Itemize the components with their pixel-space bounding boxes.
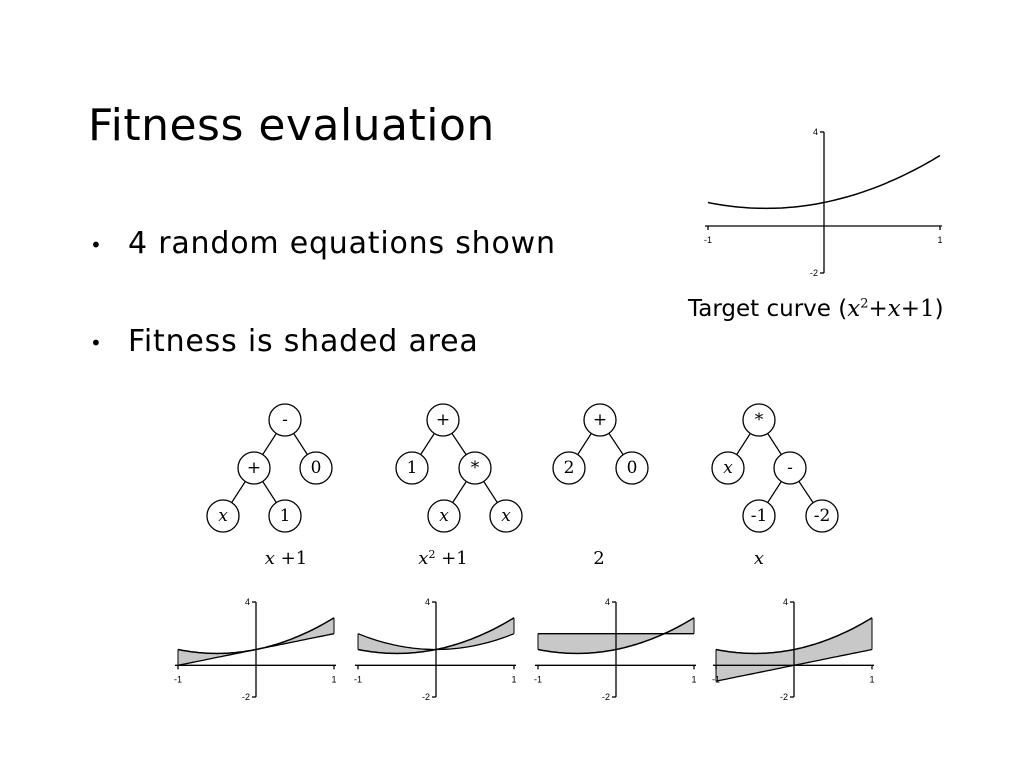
expression-tree-4: * x - -1 -2 — [711, 403, 839, 533]
tree-node-label: 1 — [280, 506, 291, 526]
tree-edge — [231, 481, 246, 503]
tree-node — [552, 451, 586, 485]
tree-node — [395, 451, 429, 485]
expression-label-3: 2 — [593, 548, 604, 569]
tree-edge — [608, 432, 624, 456]
expression-tree-1: - +0 x 1 — [206, 403, 333, 533]
tree-edge — [798, 480, 814, 504]
expression-tree-2: +1 * x x — [395, 403, 523, 533]
tree-node-label: x — [439, 506, 449, 526]
candidate-plot-3: -1 1 4 -2 — [534, 597, 697, 702]
x-tick-label-min: -1 — [534, 674, 542, 684]
y-tick-label-max: 4 — [425, 597, 430, 607]
tree-node — [206, 499, 240, 533]
tree-node — [742, 499, 776, 533]
tree-edge — [262, 433, 277, 455]
tree-node — [711, 451, 745, 485]
tree-edge — [262, 481, 277, 503]
tree-node — [268, 499, 302, 533]
tree-node — [805, 499, 839, 533]
tree-node-label: x — [723, 458, 733, 478]
tree-node-label: 1 — [407, 458, 418, 478]
tree-node — [583, 403, 617, 437]
x-tick-label-max: 1 — [511, 674, 516, 684]
expression-label-4: x — [754, 548, 764, 569]
tree-node-label: - — [282, 410, 288, 430]
bullet-dot: • — [90, 232, 103, 257]
y-tick-label-min: -2 — [810, 268, 818, 278]
bullet-item: • Fitness is shaded area — [90, 320, 556, 418]
x-tick-label-max: 1 — [331, 674, 336, 684]
tree-node — [427, 499, 461, 533]
expression-label-1: x +1 — [265, 548, 307, 569]
x-tick-label-min: -1 — [354, 674, 362, 684]
tree-edge — [451, 432, 467, 456]
tree-edge — [767, 481, 782, 503]
expression-tree-3: +2 0 — [552, 403, 649, 485]
x-tick-label-max: 1 — [869, 674, 874, 684]
tree-node-label: 2 — [564, 458, 575, 478]
caption-prefix: Target curve ( — [688, 296, 848, 322]
tree-node-label: * — [471, 458, 480, 478]
tree-edge — [577, 433, 592, 455]
tree-edge — [483, 481, 498, 503]
y-tick-label-min: -2 — [422, 692, 430, 702]
tree-node — [742, 403, 776, 437]
bullet-list: • 4 random equations shown • Fitness is sh… — [90, 222, 556, 418]
tree-edge — [736, 433, 751, 455]
bullet-dot: • — [90, 330, 103, 355]
x-tick-label-min: -1 — [712, 674, 720, 684]
x-tick-label-max: 1 — [937, 235, 942, 245]
x-tick-label-min: -1 — [174, 674, 182, 684]
slide-title: Fitness evaluation — [88, 100, 495, 151]
y-tick-label-max: 4 — [783, 597, 788, 607]
tree-node — [268, 403, 302, 437]
tree-node — [426, 403, 460, 437]
tree-edge — [420, 433, 435, 455]
tree-node — [299, 451, 333, 485]
tree-node-label: - — [787, 458, 793, 478]
target-plot: -1 1 4 -2 — [704, 127, 943, 278]
tree-node-label: -2 — [814, 506, 831, 526]
tree-node-label: 0 — [311, 458, 322, 478]
y-tick-label-max: 4 — [813, 127, 818, 137]
candidate-plot-4: -1 1 4 -2 — [712, 597, 875, 702]
y-tick-label-min: -2 — [242, 692, 250, 702]
tree-node — [458, 451, 492, 485]
y-tick-label-min: -2 — [780, 692, 788, 702]
fitness-area — [358, 617, 514, 654]
tree-node-label: + — [247, 458, 261, 478]
tree-node-label: x — [218, 506, 228, 526]
target-curve-caption: Target curve (x2+x+1) — [688, 296, 944, 322]
bullet-text: Fitness is shaded area — [128, 324, 479, 359]
tree-node-label: 0 — [627, 458, 638, 478]
caption-suffix: ) — [934, 296, 944, 322]
x-tick-label-max: 1 — [691, 674, 696, 684]
tree-node-label: * — [755, 410, 764, 430]
tree-node-label: + — [436, 410, 450, 430]
tree-node-label: + — [593, 410, 607, 430]
tree-node — [615, 451, 649, 485]
bullet-text: 4 random equations shown — [128, 226, 556, 261]
y-tick-label-max: 4 — [605, 597, 610, 607]
tree-edge — [452, 481, 467, 503]
tree-node — [237, 451, 271, 485]
fitness-area — [178, 617, 334, 666]
y-tick-label-min: -2 — [602, 692, 610, 702]
caption-math: x2+x+1 — [847, 296, 935, 322]
y-tick-label-max: 4 — [245, 597, 250, 607]
tree-node — [489, 499, 523, 533]
tree-edge — [767, 433, 782, 455]
tree-edge — [293, 433, 308, 455]
expression-label-2: x2 +1 — [418, 548, 467, 570]
candidate-plot-1: -1 1 4 -2 — [174, 597, 337, 702]
tree-node-label: x — [501, 506, 511, 526]
candidate-plot-2: -1 1 4 -2 — [354, 597, 517, 702]
bullet-item: • 4 random equations shown — [90, 222, 556, 320]
tree-node-label: -1 — [751, 506, 768, 526]
tree-node — [773, 451, 807, 485]
x-tick-label-min: -1 — [704, 235, 712, 245]
